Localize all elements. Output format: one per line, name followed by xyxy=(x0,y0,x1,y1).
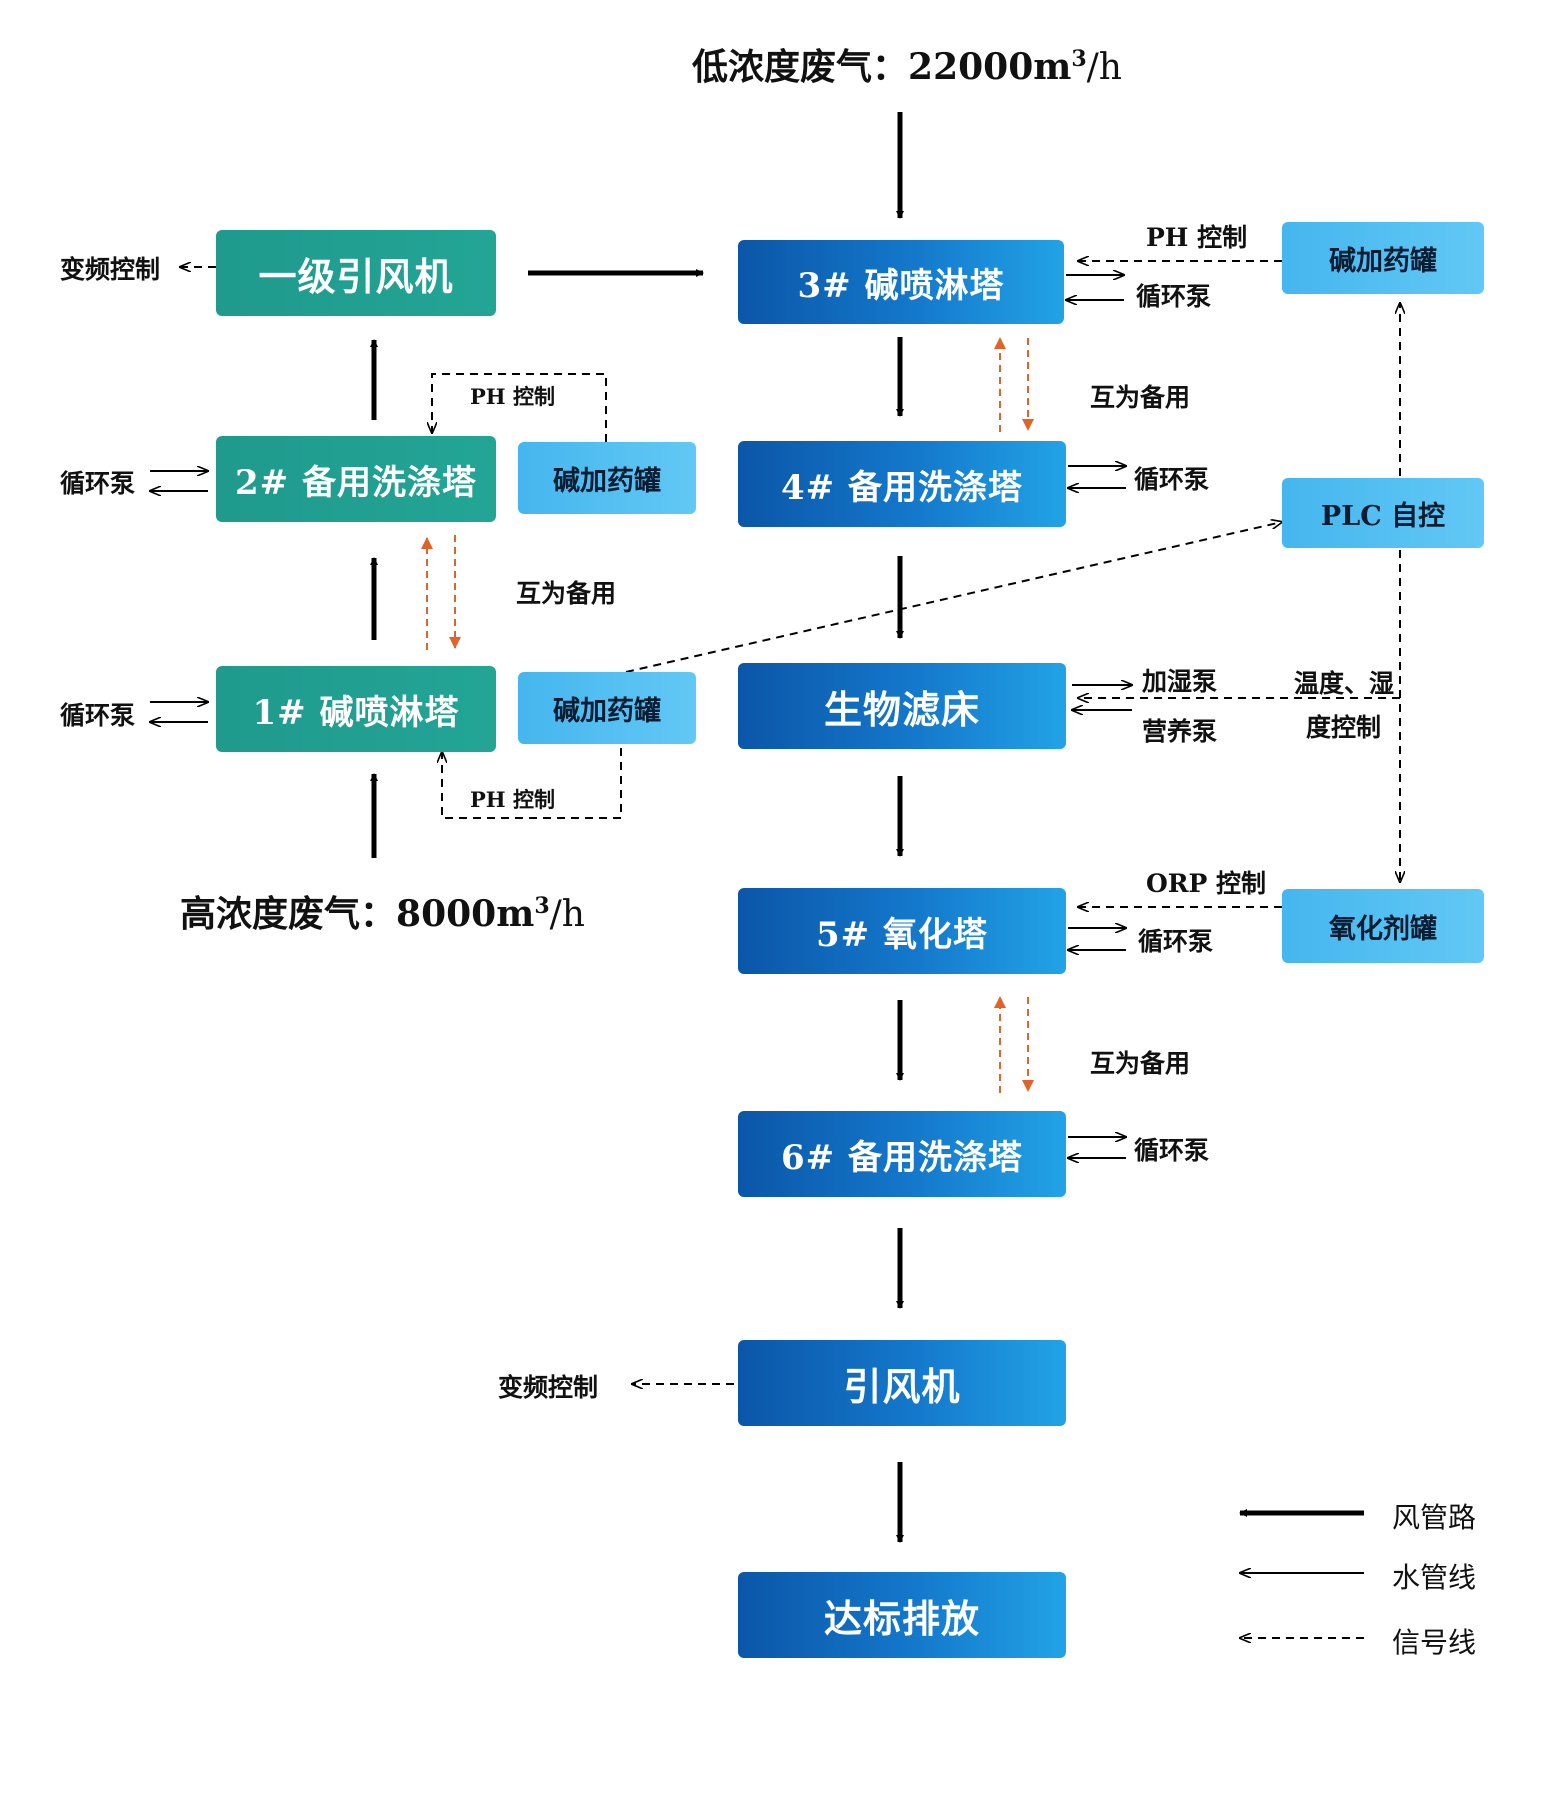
orp-control-label: ORP 控制 xyxy=(1146,869,1267,898)
pump-label-tower6: 循环泵 xyxy=(1134,1136,1210,1165)
low-input-unit: /h xyxy=(1086,47,1122,88)
tower-6-box: 6# 备用洗涤塔 xyxy=(738,1111,1066,1197)
vfd-label-left: 变频控制 xyxy=(60,255,161,284)
ph-control-tower1: PH 控制 xyxy=(470,787,555,812)
air-duct-arrows xyxy=(370,112,904,1543)
legend-signal-line: 信号线 xyxy=(1392,1626,1477,1659)
main-fan-box: 引风机 xyxy=(738,1340,1066,1426)
backup-label-tower34: 互为备用 xyxy=(1090,383,1191,412)
high-input-label: 高浓度废气： xyxy=(180,893,397,935)
tower-2-box: 2# 备用洗涤塔 xyxy=(216,436,496,522)
low-concentration-input: 低浓度废气：22000m3/h xyxy=(692,38,1122,90)
alkali-tank-tower1: 碱加药罐 xyxy=(518,672,696,744)
high-concentration-input: 高浓度废气：8000m3/h xyxy=(180,885,585,937)
legend-air-duct: 风管路 xyxy=(1392,1501,1477,1534)
ph-control-tower3: PH 控制 xyxy=(1146,223,1248,252)
pump-label-tower3: 循环泵 xyxy=(1136,282,1212,311)
water-pipe-arrows xyxy=(150,275,1132,1158)
oxidant-tank-box: 氧化剂罐 xyxy=(1282,889,1484,963)
backup-arrows xyxy=(421,337,1034,1093)
ph-control-tower2: PH 控制 xyxy=(470,384,555,409)
pump-label-tower1: 循环泵 xyxy=(60,701,136,730)
alkali-tank-tower2: 碱加药罐 xyxy=(518,442,696,514)
pump-label-tower4: 循环泵 xyxy=(1134,465,1210,494)
temp-humidity-label-2: 度控制 xyxy=(1306,713,1382,742)
vfd-label-bottom: 变频控制 xyxy=(498,1373,599,1402)
backup-label-tower56: 互为备用 xyxy=(1090,1049,1191,1078)
pump-label-tower2: 循环泵 xyxy=(60,469,136,498)
low-input-value: 22000m xyxy=(908,46,1072,88)
high-input-value: 8000m xyxy=(396,893,535,935)
primary-fan-box: 一级引风机 xyxy=(216,230,496,316)
tower-1-box: 1# 碱喷淋塔 xyxy=(216,666,496,752)
tower-4-box: 4# 备用洗涤塔 xyxy=(738,441,1066,527)
low-input-label: 低浓度废气： xyxy=(692,46,909,88)
tower-3-box: 3# 碱喷淋塔 xyxy=(738,240,1064,324)
legend-water-pipe: 水管线 xyxy=(1392,1561,1477,1594)
low-input-sup: 3 xyxy=(1071,46,1087,72)
discharge-box: 达标排放 xyxy=(738,1572,1066,1658)
backup-label-left: 互为备用 xyxy=(516,579,617,608)
legend-lines xyxy=(1239,1509,1364,1638)
temp-humidity-label-1: 温度、湿 xyxy=(1294,669,1395,698)
alkali-tank-tower3: 碱加药罐 xyxy=(1282,222,1484,294)
signal-lines xyxy=(180,261,1400,1384)
tower-5-box: 5# 氧化塔 xyxy=(738,888,1066,974)
humidify-pump-label: 加湿泵 xyxy=(1142,667,1218,696)
nutrient-pump-label: 营养泵 xyxy=(1142,717,1218,746)
pump-label-tower5: 循环泵 xyxy=(1138,927,1214,956)
biofilter-box: 生物滤床 xyxy=(738,663,1066,749)
plc-control-box: PLC 自控 xyxy=(1282,478,1484,548)
high-input-unit: /h xyxy=(549,894,585,935)
high-input-sup: 3 xyxy=(534,893,550,919)
